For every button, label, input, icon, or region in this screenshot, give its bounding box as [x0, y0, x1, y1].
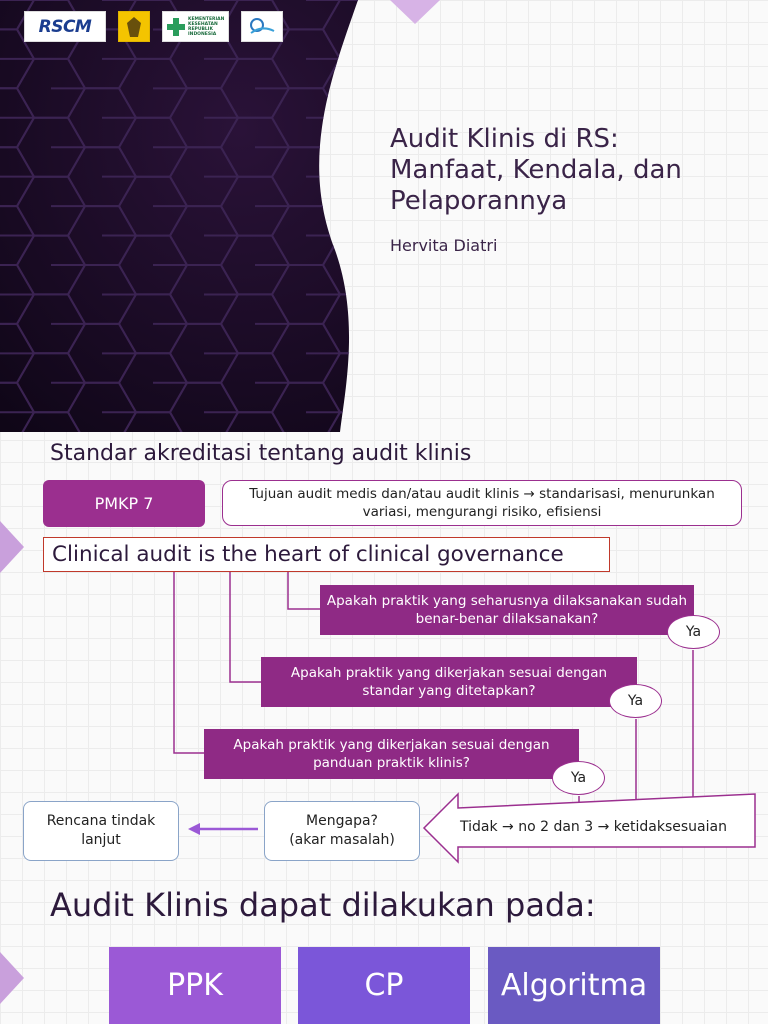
rscm-logo-text: RSCM [38, 16, 92, 37]
germas-logo [241, 11, 283, 42]
author-name: Hervita Diatri [390, 236, 498, 255]
university-logo [118, 11, 150, 42]
follow-up-plan-box: Rencana tindak lanjut [23, 801, 179, 861]
arrow-left-icon [188, 823, 200, 835]
answer-ya-2: Ya [609, 684, 662, 718]
top-triangle-decoration [390, 0, 440, 24]
hexagon-shape [321, 234, 358, 296]
hexagon-shape [321, 0, 358, 60]
flow-connectors [173, 572, 756, 864]
connector-q1 [287, 572, 320, 610]
root-cause-text: Mengapa? (akar masalah) [289, 813, 395, 848]
hexagon-shape [321, 175, 358, 237]
hexagon-shape [321, 57, 358, 119]
rscm-logo: RSCM [24, 11, 106, 42]
category-ppk: PPK [109, 947, 281, 1024]
presentation-title: Audit Klinis di RS: Manfaat, Kendala, da… [390, 124, 682, 216]
hexagon-shape [321, 293, 358, 355]
connector-q2 [229, 572, 261, 683]
root-cause-box: Mengapa? (akar masalah) [264, 801, 420, 861]
hexagon-shape [374, 383, 442, 432]
clinical-governance-box: Clinical audit is the heart of clinical … [43, 537, 610, 572]
kemenkes-cross-icon [167, 17, 185, 36]
left-triangle-decoration-2 [0, 952, 24, 1004]
makara-icon [127, 16, 141, 37]
category-cp: CP [298, 947, 470, 1024]
answer-ya-3: Ya [552, 761, 605, 795]
germas-icon [250, 17, 275, 34]
kemenkes-text: KEMENTERIAN KESEHATAN REPUBLIK INDONESIA [188, 16, 225, 37]
question-box-2: Apakah praktik yang dikerjakan sesuai de… [261, 657, 637, 707]
question-box-3: Apakah praktik yang dikerjakan sesuai de… [204, 729, 579, 779]
follow-up-plan-text: Rencana tindak lanjut [46, 813, 156, 848]
connector-q3 [173, 572, 204, 754]
hexagon-shape [374, 324, 442, 383]
title-slide: RSCM KEMENTERIAN KESEHATAN REPUBLIK INDO… [0, 0, 768, 432]
kemenkes-logo: KEMENTERIAN KESEHATAN REPUBLIK INDONESIA [162, 11, 229, 42]
hexagon-background [0, 0, 442, 432]
nonconformity-text: Tidak → no 2 dan 3 → ketidaksesuaian [460, 819, 727, 835]
hexagon-shape [321, 116, 358, 178]
tidak-arrow-shape [422, 792, 756, 864]
hexagon-shape [374, 265, 442, 324]
category-algoritma: Algoritma [488, 947, 660, 1024]
left-triangle-decoration [0, 521, 24, 573]
hexagon-shape [374, 29, 442, 88]
accreditation-title: Standar akreditasi tentang audit klinis [50, 441, 472, 466]
audit-purpose-box: Tujuan audit medis dan/atau audit klinis… [222, 480, 742, 526]
answer-ya-1: Ya [667, 615, 720, 649]
pmkp-label-box: PMKP 7 [43, 480, 205, 527]
hexagon-shape [321, 352, 358, 414]
audit-targets-title: Audit Klinis dapat dilakukan pada: [50, 886, 596, 924]
question-box-1: Apakah praktik yang seharusnya dilaksana… [320, 585, 694, 635]
